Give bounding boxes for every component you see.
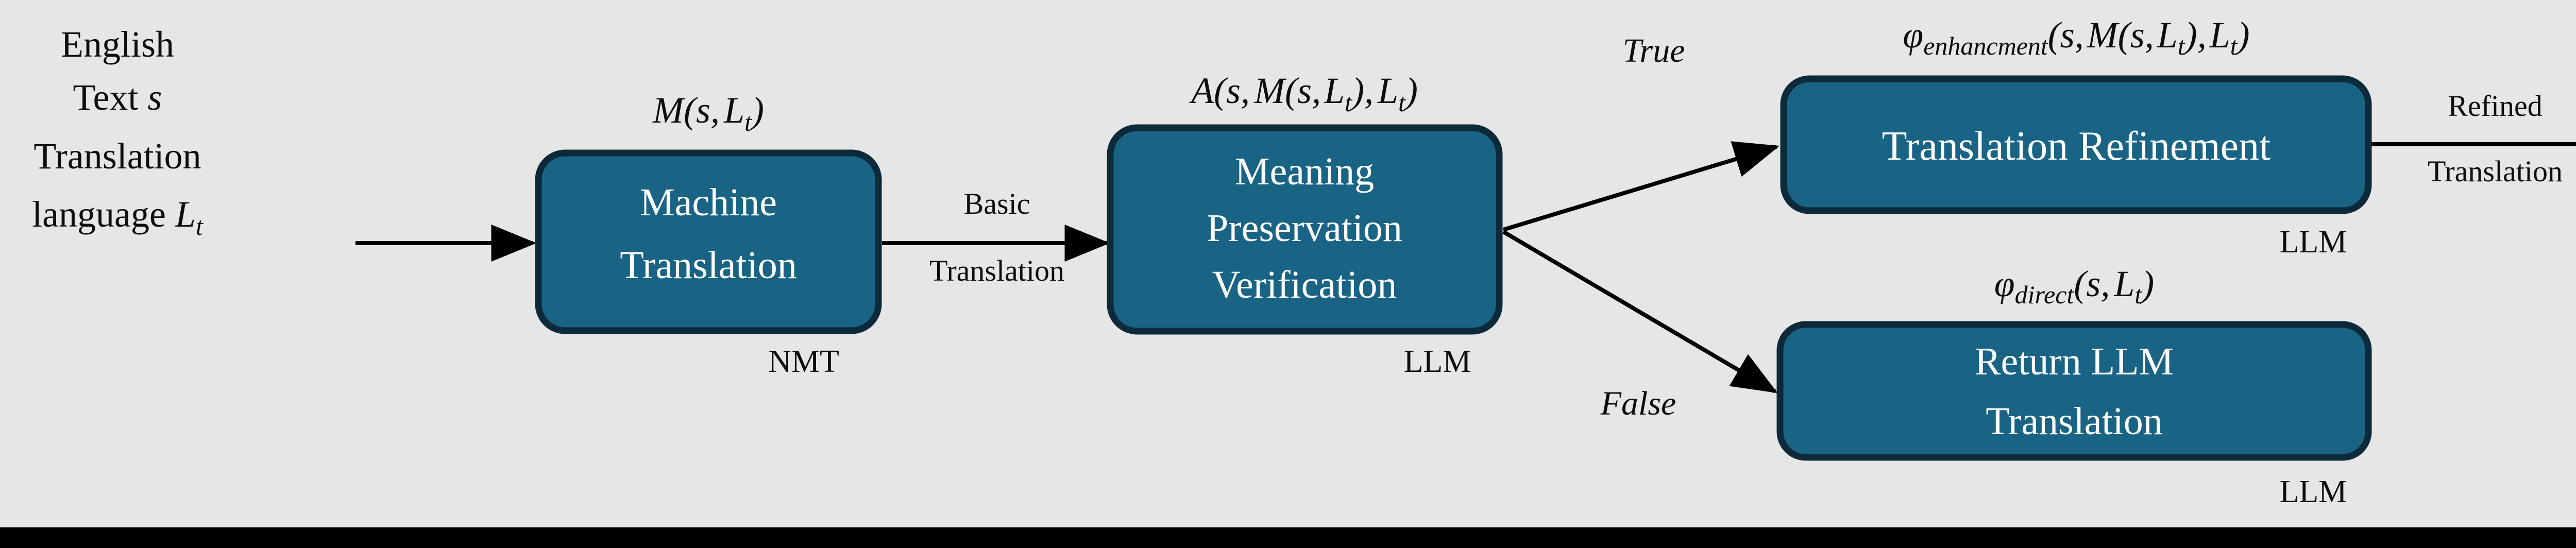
- edge-tr-to-ic: Refined Translation: [2371, 89, 2576, 188]
- edge-mpv-true: True: [1502, 32, 1780, 232]
- svg-text:M(s,Lt): M(s,Lt): [652, 90, 764, 136]
- edge-label-translation: Translation: [929, 254, 1064, 287]
- svg-text:φdirect(s,Lt): φdirect(s,Lt): [1994, 263, 2155, 309]
- model-tag-llm-mpv: LLM: [1404, 344, 1471, 379]
- branch-label-false: False: [1600, 385, 1676, 422]
- input-spec: English Text s Translation language Lt: [32, 24, 204, 241]
- node-label-line-3: Verification: [1212, 263, 1397, 306]
- node-label-line-1: Translation Refinement: [1882, 124, 2271, 169]
- model-tag-llm-tr: LLM: [2280, 225, 2347, 260]
- svg-text:A(s,M(s,Lt),Lt): A(s,M(s,Lt),Lt): [1189, 70, 1418, 117]
- model-tag-llm-rllm: LLM: [2280, 474, 2347, 509]
- annotation-return-llm-translation: φdirect(s,Lt): [1994, 263, 2155, 309]
- annotation-machine-translation: M(s,Lt): [652, 90, 764, 136]
- node-machine-translation[interactable]: Machine Translation: [535, 149, 882, 334]
- input-spec-line-4: language Lt: [32, 194, 204, 241]
- node-label-line-1: Meaning: [1235, 150, 1374, 193]
- edge-label-basic: Basic: [964, 187, 1030, 220]
- footer-bar: [0, 527, 2576, 548]
- svg-text:φenhancment(s,M(s,Lt),Lt): φenhancment(s,M(s,Lt),Lt): [1903, 14, 2249, 60]
- node-translation-refinement[interactable]: Translation Refinement: [1780, 75, 2372, 214]
- node-label-line-1: Return LLM: [1975, 340, 2174, 383]
- node-label-line-2: Preservation: [1207, 207, 1402, 250]
- input-spec-line-1: English: [61, 24, 174, 65]
- edge-mpv-false: False: [1502, 230, 1778, 422]
- node-label-line-2: Translation: [1986, 400, 2162, 443]
- input-spec-line-2: Text s: [73, 77, 162, 118]
- edge-label-translation-2: Translation: [2428, 155, 2563, 188]
- node-label-line-2: Translation: [620, 244, 796, 287]
- input-spec-line-3: Translation: [33, 135, 201, 177]
- node-return-llm-translation[interactable]: Return LLM Translation: [1776, 321, 2372, 461]
- edge-mt-to-mpv: Basic Translation: [882, 187, 1110, 287]
- node-label-line-1: Machine: [640, 181, 777, 224]
- annotation-meaning-preservation-verification: A(s,M(s,Lt),Lt): [1189, 70, 1418, 117]
- branch-label-true: True: [1622, 32, 1685, 70]
- model-tag-nmt: NMT: [768, 344, 839, 379]
- annotation-translation-refinement: φenhancment(s,M(s,Lt),Lt): [1903, 14, 2249, 60]
- edge-label-refined: Refined: [2448, 89, 2543, 123]
- node-meaning-preservation-verification[interactable]: Meaning Preservation Verification: [1107, 124, 1503, 335]
